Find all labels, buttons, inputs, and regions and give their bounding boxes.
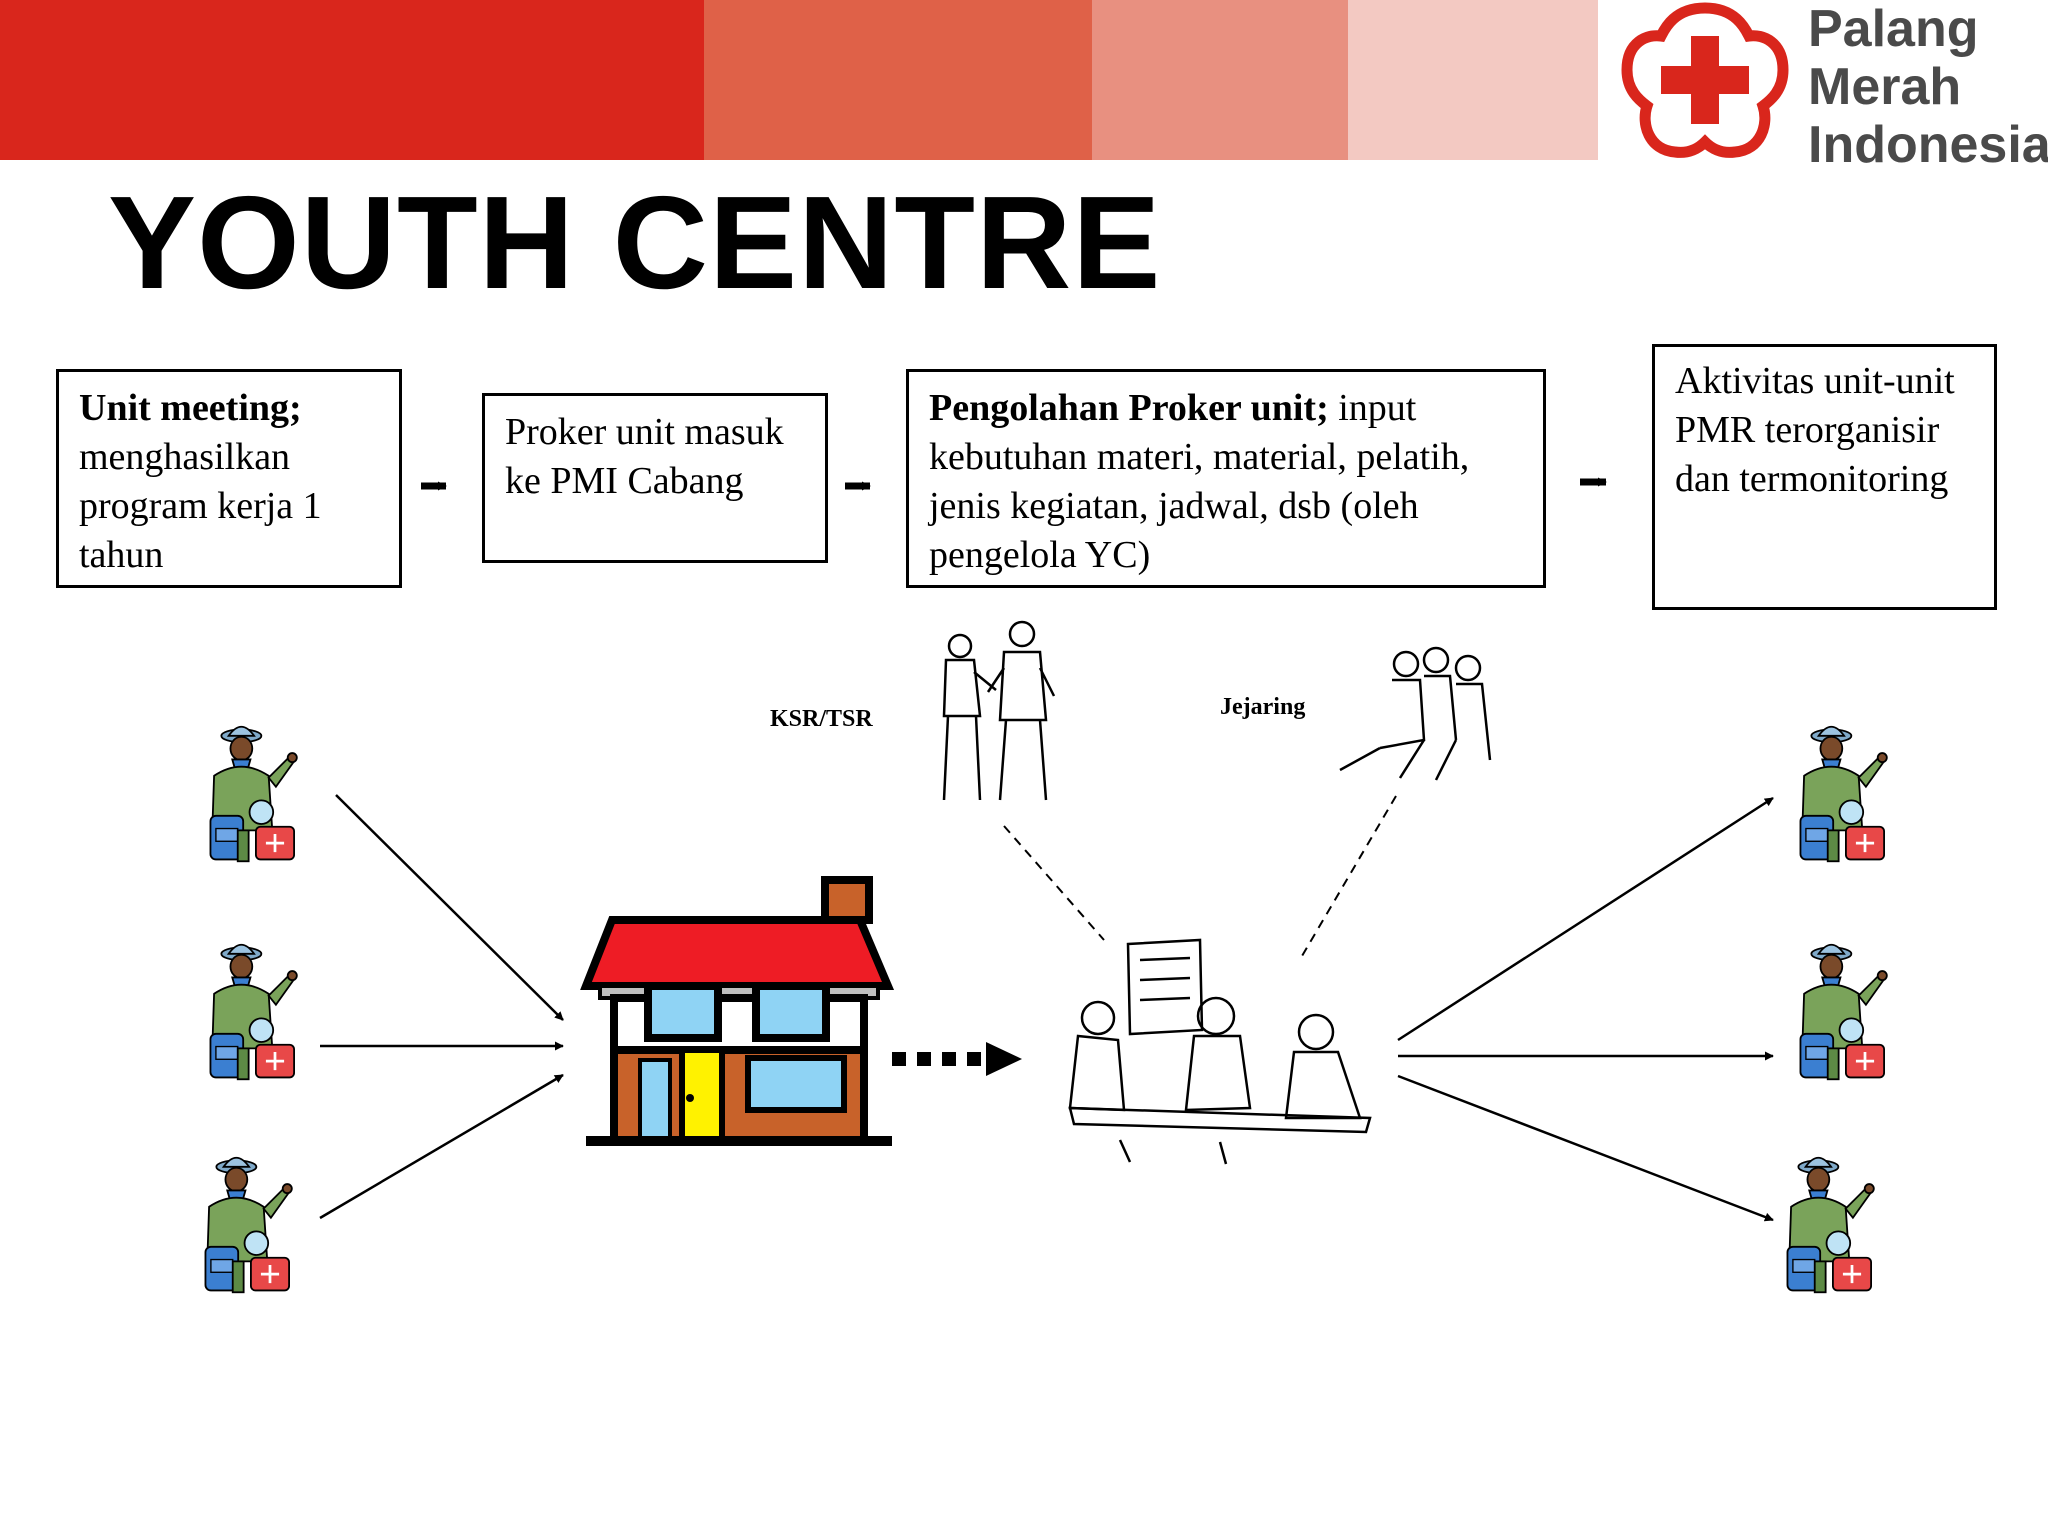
network-people-icon — [1339, 646, 1492, 781]
dashed-jejaring-meeting — [1301, 795, 1397, 957]
arrow-vol3-house — [319, 1073, 564, 1220]
box3-text: input kebutuhan materi, material, pelati… — [929, 387, 1470, 576]
box4-text: Aktivitas unit-unit PMR terorganisir dan… — [1675, 360, 1955, 500]
volunteer-icon — [1785, 1156, 1876, 1294]
ksr-tsr-people-icon — [942, 620, 1056, 801]
volunteer-icon — [208, 943, 299, 1081]
header-band-4 — [1348, 0, 1598, 160]
label-jejaring: Jejaring — [1220, 694, 1306, 720]
header-band-2 — [704, 0, 1092, 160]
label-ksr-tsr: KSR/TSR — [770, 706, 873, 732]
process-box-proker-masuk: Proker unit masuk ke PMI Cabang — [482, 393, 828, 563]
arrow-meeting-vol1 — [1397, 796, 1774, 1042]
process-box-pengolahan: Pengolahan Proker unit; input kebutuhan … — [906, 369, 1546, 588]
box3-bold: Pengolahan Proker unit; — [929, 387, 1329, 429]
youth-centre-house-icon — [580, 876, 895, 1146]
volunteer-icon — [1798, 943, 1889, 1081]
logo-line-3: Indonesia — [1808, 116, 2048, 174]
box1-text: menghasilkan program kerja 1 tahun — [79, 436, 322, 576]
arrow-vol1-house — [335, 794, 564, 1021]
header-band-1 — [0, 0, 704, 160]
volunteer-icon — [208, 725, 299, 863]
box1-bold: Unit meeting; — [79, 387, 302, 429]
logo-text: Palang Merah Indonesia — [1808, 0, 2048, 174]
page-title: YOUTH CENTRE — [108, 169, 1162, 316]
volunteer-icon — [203, 1156, 294, 1294]
logo-line-2: Merah — [1808, 58, 1962, 116]
process-box-aktivitas: Aktivitas unit-unit PMR terorganisir dan… — [1652, 344, 1997, 610]
meeting-group-icon — [1068, 938, 1372, 1165]
arrow-meeting-vol3 — [1397, 1074, 1774, 1222]
dotted-arrow-house-meeting — [892, 1042, 1022, 1076]
box2-text: Proker unit masuk ke PMI Cabang — [505, 411, 784, 502]
header-band-3 — [1092, 0, 1348, 160]
process-box-unit-meeting: Unit meeting; menghasilkan program kerja… — [56, 369, 402, 588]
dashed-ksr-meeting — [1003, 825, 1105, 941]
volunteer-icon — [1798, 725, 1889, 863]
logo-line-1: Palang — [1808, 0, 1979, 58]
red-cross-logo-icon — [1621, 2, 1789, 158]
